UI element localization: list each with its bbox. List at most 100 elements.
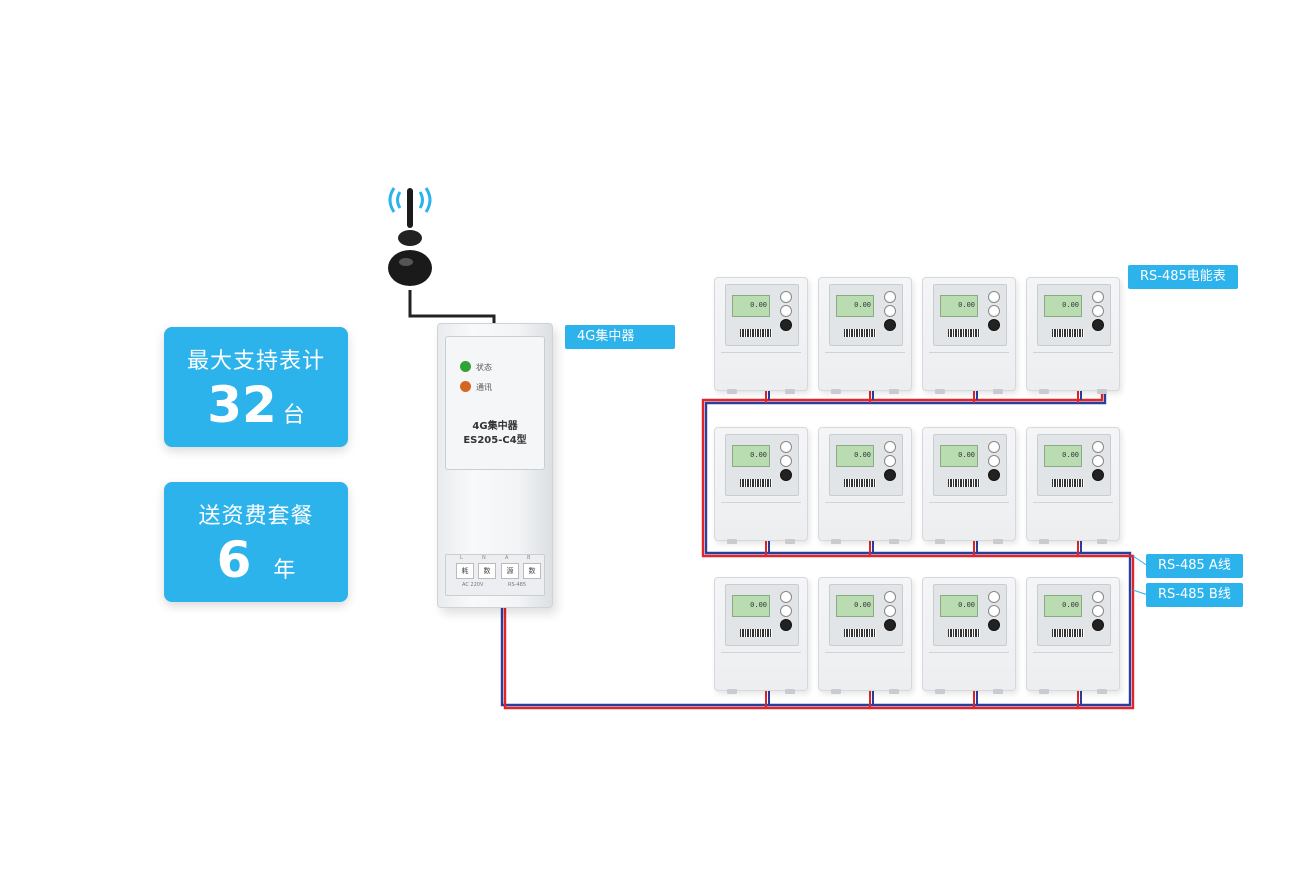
meter-barcode <box>1052 479 1084 487</box>
meter-knob <box>780 591 792 603</box>
meter-barcode <box>844 479 876 487</box>
meter-knob <box>884 605 896 617</box>
leader-line-b <box>1132 589 1149 596</box>
meter-knob <box>988 605 1000 617</box>
meter-base <box>929 502 1009 535</box>
meter-knob <box>1092 455 1104 467</box>
meter-barcode <box>1052 629 1084 637</box>
meter-lcd <box>940 595 978 617</box>
concentrator-tag: 4G集中器 <box>565 325 675 349</box>
meter-foot <box>993 689 1003 694</box>
meter-knob <box>780 319 792 331</box>
meter-base <box>825 352 905 385</box>
meter-foot <box>935 389 945 394</box>
stat-title: 最大支持表计 <box>186 349 325 374</box>
meter-knob <box>884 469 896 481</box>
energy-meter <box>818 577 912 694</box>
meter-foot <box>1097 539 1107 544</box>
concentrator-device: 状态 通讯 4G集中器 ES205-C4型 耗 数 源 数 L N A B AC… <box>437 323 553 608</box>
terminal-key: 耗 <box>456 563 474 579</box>
meter-knob <box>988 455 1000 467</box>
meter-knob <box>780 619 792 631</box>
meter-face <box>829 434 903 496</box>
meter-face <box>725 284 799 346</box>
meter-lcd <box>1044 595 1082 617</box>
wire-a <box>503 394 1135 710</box>
meter-base <box>1033 352 1113 385</box>
meter-lcd <box>1044 445 1082 467</box>
line-a-tag: RS-485 A线 <box>1146 554 1243 578</box>
meter-foot <box>1039 539 1049 544</box>
meter-knob <box>1092 591 1104 603</box>
meter-lcd <box>1044 295 1082 317</box>
meter-barcode <box>740 329 772 337</box>
rs485-bus <box>500 394 1135 710</box>
meter-knob <box>884 291 896 303</box>
meter-knob <box>780 441 792 453</box>
terminal-label-power: AC 220V <box>462 582 484 588</box>
meter-foot <box>831 539 841 544</box>
concentrator-panel: 状态 通讯 4G集中器 ES205-C4型 <box>445 336 545 470</box>
meter-base <box>721 652 801 685</box>
meter-knob <box>1092 605 1104 617</box>
meter-barcode <box>1052 329 1084 337</box>
meter-lcd <box>732 595 770 617</box>
meter-barcode <box>844 329 876 337</box>
meter-tag: RS-485电能表 <box>1128 265 1238 289</box>
meter-knob <box>988 619 1000 631</box>
model-number: ES205-C4型 <box>463 435 527 446</box>
meter-foot <box>785 539 795 544</box>
meter-foot <box>993 539 1003 544</box>
meter-base <box>825 652 905 685</box>
terminal-letter: B <box>527 555 531 561</box>
energy-meter <box>922 577 1016 694</box>
line-b-tag: RS-485 B线 <box>1146 583 1243 607</box>
meter-knob <box>988 441 1000 453</box>
energy-meter <box>818 427 912 544</box>
meter-base <box>721 502 801 535</box>
meter-base <box>1033 502 1113 535</box>
meter-knob <box>780 291 792 303</box>
terminal-letter: A <box>505 555 509 561</box>
meter-foot <box>785 689 795 694</box>
meter-knob <box>1092 441 1104 453</box>
meter-face <box>829 584 903 646</box>
meter-knob <box>988 469 1000 481</box>
meter-foot <box>889 389 899 394</box>
meter-barcode <box>740 629 772 637</box>
meter-knob <box>884 319 896 331</box>
meter-knob <box>1092 619 1104 631</box>
meter-face <box>1037 584 1111 646</box>
energy-meter <box>1026 577 1120 694</box>
meter-barcode <box>844 629 876 637</box>
meter-lcd <box>940 445 978 467</box>
meter-face <box>829 284 903 346</box>
terminal-label-rs485: RS-485 <box>508 582 526 588</box>
terminal-key: 源 <box>501 563 519 579</box>
energy-meter <box>922 277 1016 394</box>
meter-lcd <box>836 595 874 617</box>
meter-knob <box>780 469 792 481</box>
wire-b <box>500 394 1132 707</box>
meter-face <box>1037 434 1111 496</box>
meter-barcode <box>948 629 980 637</box>
status-led <box>460 361 471 372</box>
meter-foot <box>1039 689 1049 694</box>
energy-meter <box>714 577 808 694</box>
comm-led-label: 通讯 <box>476 383 492 392</box>
meter-base <box>929 352 1009 385</box>
meter-foot <box>993 389 1003 394</box>
meter-foot <box>889 539 899 544</box>
meter-base <box>825 502 905 535</box>
meter-knob <box>884 455 896 467</box>
meter-face <box>1037 284 1111 346</box>
meter-foot <box>727 389 737 394</box>
meter-foot <box>889 689 899 694</box>
meter-barcode <box>740 479 772 487</box>
meter-foot <box>935 539 945 544</box>
model-name: 4G集中器 <box>472 421 518 432</box>
meter-face <box>933 434 1007 496</box>
energy-meter <box>714 277 808 394</box>
meter-foot <box>727 689 737 694</box>
